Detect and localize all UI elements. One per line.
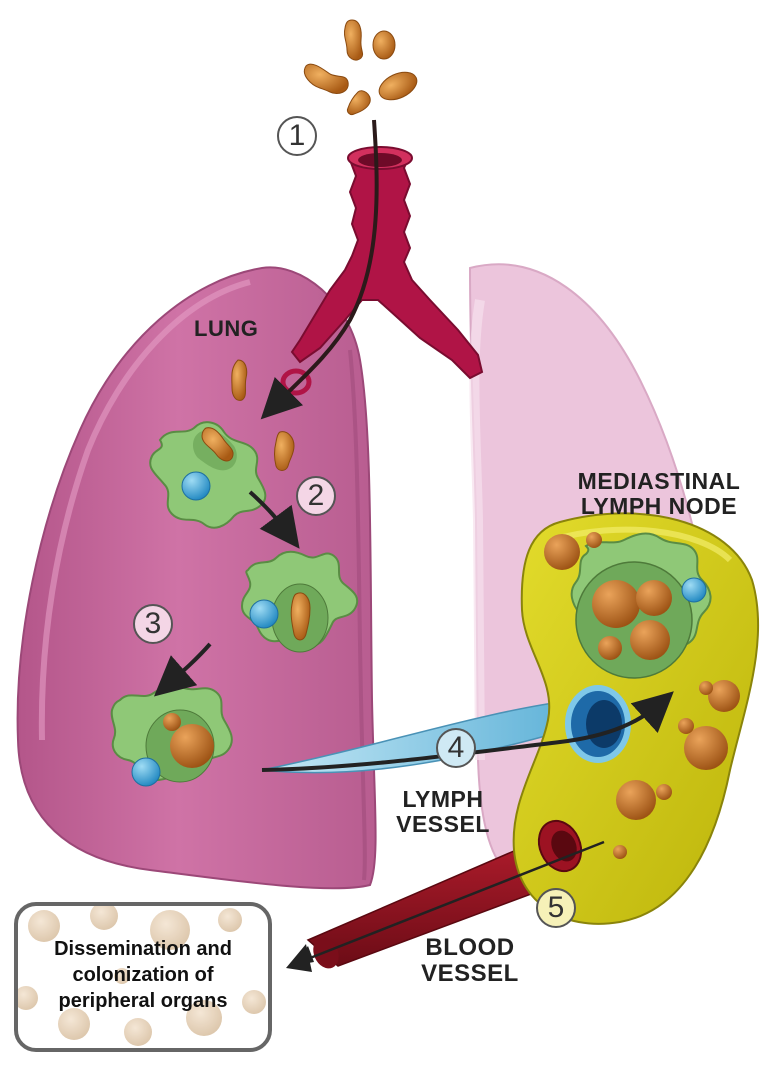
blood-vessel-label: BLOOD VESSEL [400, 936, 540, 986]
lymph-vessel-label: LYMPH VESSEL [384, 788, 502, 836]
lymph-label-line-1: LYMPH [384, 788, 502, 811]
lymph-label-line-2: VESSEL [384, 813, 502, 836]
outcome-line-3: peripheral organs [18, 988, 268, 1014]
outcome-line-2: colonization of [18, 962, 268, 988]
mediastinal-label-line-2: LYMPH NODE [554, 495, 764, 518]
step-1-marker: 1 [277, 116, 317, 156]
step-4-marker: 4 [436, 728, 476, 768]
airborne-spores [304, 20, 421, 115]
step-5-marker: 5 [536, 888, 576, 928]
trachea [292, 155, 482, 378]
mediastinal-label-line-1: MEDIASTINAL [554, 470, 764, 493]
mediastinal-lymph-node-label: MEDIASTINAL LYMPH NODE [554, 470, 764, 518]
outcome-line-1: Dissemination and [18, 936, 268, 962]
step-3-marker: 3 [133, 604, 173, 644]
step-2-marker: 2 [296, 476, 336, 516]
blood-label-line-1: BLOOD [400, 936, 540, 960]
outcome-box: Dissemination and colonization of periph… [14, 902, 272, 1052]
outcome-text: Dissemination and colonization of periph… [18, 936, 268, 1014]
lung-label: LUNG [194, 318, 258, 340]
blood-label-line-2: VESSEL [400, 962, 540, 986]
